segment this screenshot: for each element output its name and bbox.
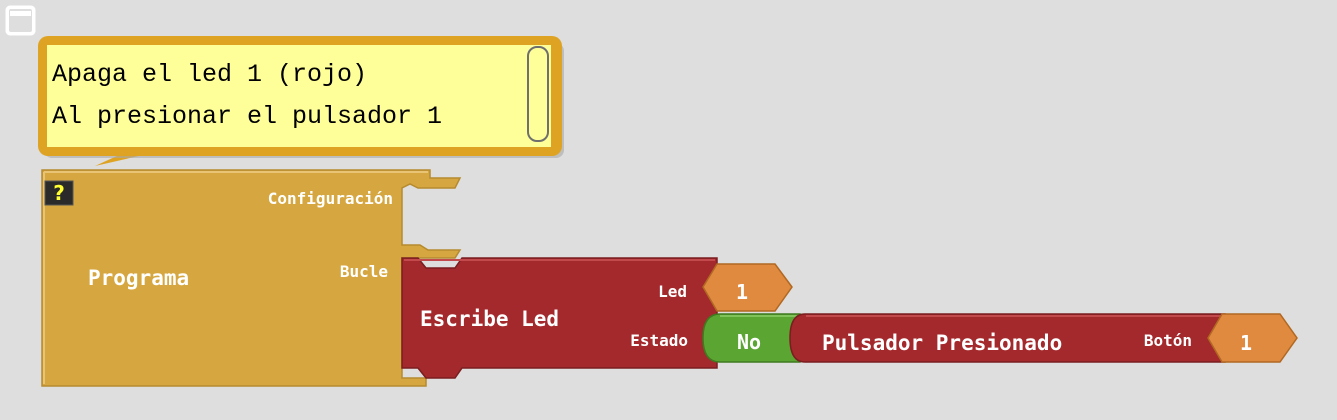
help-button[interactable]: ? <box>44 180 74 206</box>
write-led-led-label: Led <box>658 282 687 301</box>
window-minimize-icon[interactable] <box>5 5 36 36</box>
write-led-title: Escribe Led <box>420 307 559 331</box>
program-block[interactable]: ? Programa Configuración Bucle <box>41 169 462 387</box>
comment-scrollbar[interactable] <box>527 46 549 142</box>
led-number-block[interactable]: 1 <box>702 263 793 312</box>
write-led-block[interactable]: Escribe Led Led Estado <box>401 257 718 379</box>
comment-line-1: Apaga el led 1 (rojo) <box>52 60 367 89</box>
button-number-value[interactable]: 1 <box>1240 331 1252 355</box>
program-config-label: Configuración <box>268 189 393 208</box>
button-pressed-button-label: Botón <box>1144 331 1192 350</box>
button-number-block[interactable]: 1 <box>1207 313 1298 363</box>
question-mark-icon: ? <box>53 181 65 205</box>
not-block[interactable]: No <box>702 313 801 363</box>
led-number-value[interactable]: 1 <box>736 280 748 304</box>
comment-line-2: Al presionar el pulsador 1 <box>52 102 442 131</box>
write-led-state-label: Estado <box>630 331 688 350</box>
not-label: No <box>737 330 761 354</box>
button-pressed-title: Pulsador Presionado <box>822 331 1062 355</box>
program-loop-label: Bucle <box>340 262 388 281</box>
program-title: Programa <box>88 266 189 290</box>
button-pressed-block[interactable]: Pulsador Presionado Botón <box>789 313 1226 363</box>
comment-bubble[interactable]: Apaga el led 1 (rojo) Al presionar el pu… <box>38 36 564 166</box>
